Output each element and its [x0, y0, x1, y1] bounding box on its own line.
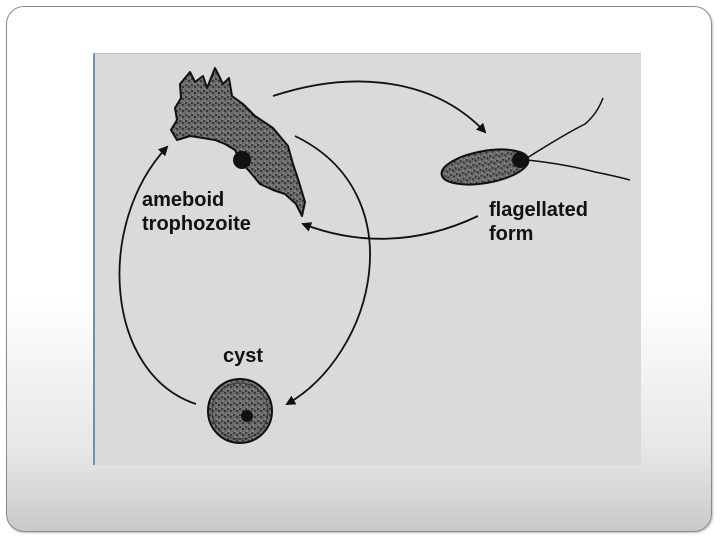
label-trophozoite: trophozoite — [142, 213, 251, 235]
label-flagellated: flagellated — [489, 199, 588, 221]
flagellum-2 — [526, 159, 631, 181]
life-cycle-figure: ameboid trophozoite flagellated form cys… — [93, 53, 641, 465]
cyst-cell — [207, 378, 273, 444]
label-cyst: cyst — [223, 345, 264, 367]
flagellated-form-cell — [440, 97, 631, 186]
life-cycle-drawing — [118, 67, 631, 444]
arrow-cyst-to-trophozoite — [118, 145, 197, 405]
arrow-trophozoite-to-flagellate — [272, 80, 487, 134]
flagellate-nucleus — [512, 152, 528, 168]
ameboid-trophozoite-cell — [170, 67, 306, 217]
cyst-nucleus — [241, 410, 253, 422]
arrow-flagellate-to-trophozoite — [301, 215, 479, 240]
trophozoite-nucleus — [233, 151, 251, 169]
arrow-trophozoite-to-cyst — [285, 135, 371, 405]
label-ameboid: ameboid — [142, 189, 225, 211]
label-form: form — [489, 223, 534, 245]
flagellum-1 — [526, 97, 604, 159]
